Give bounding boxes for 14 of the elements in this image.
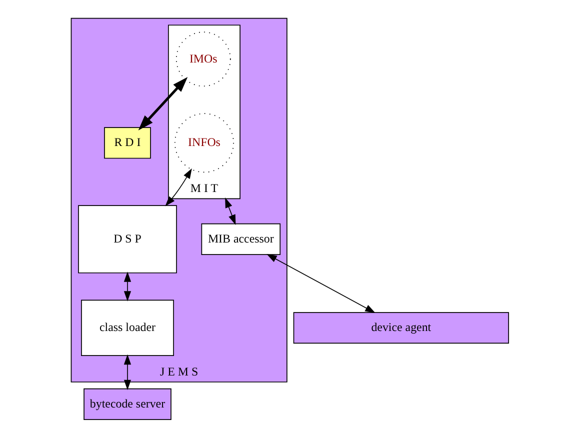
node-circle: IMOs — [175, 32, 230, 87]
arrow — [123, 354, 131, 390]
arrow — [224, 198, 236, 225]
node-circle: INFOs — [174, 113, 234, 173]
arrow — [123, 272, 131, 302]
node-box: class loader — [80, 300, 174, 356]
node-box: D S P — [78, 205, 176, 274]
node-box: R D I — [104, 127, 150, 159]
node-box: bytecode server — [83, 388, 171, 420]
node-box: device agent — [292, 312, 509, 344]
arrow — [266, 254, 375, 314]
node-box: MIB accessor — [200, 223, 280, 255]
arrow — [138, 76, 188, 130]
arrow — [164, 168, 192, 206]
